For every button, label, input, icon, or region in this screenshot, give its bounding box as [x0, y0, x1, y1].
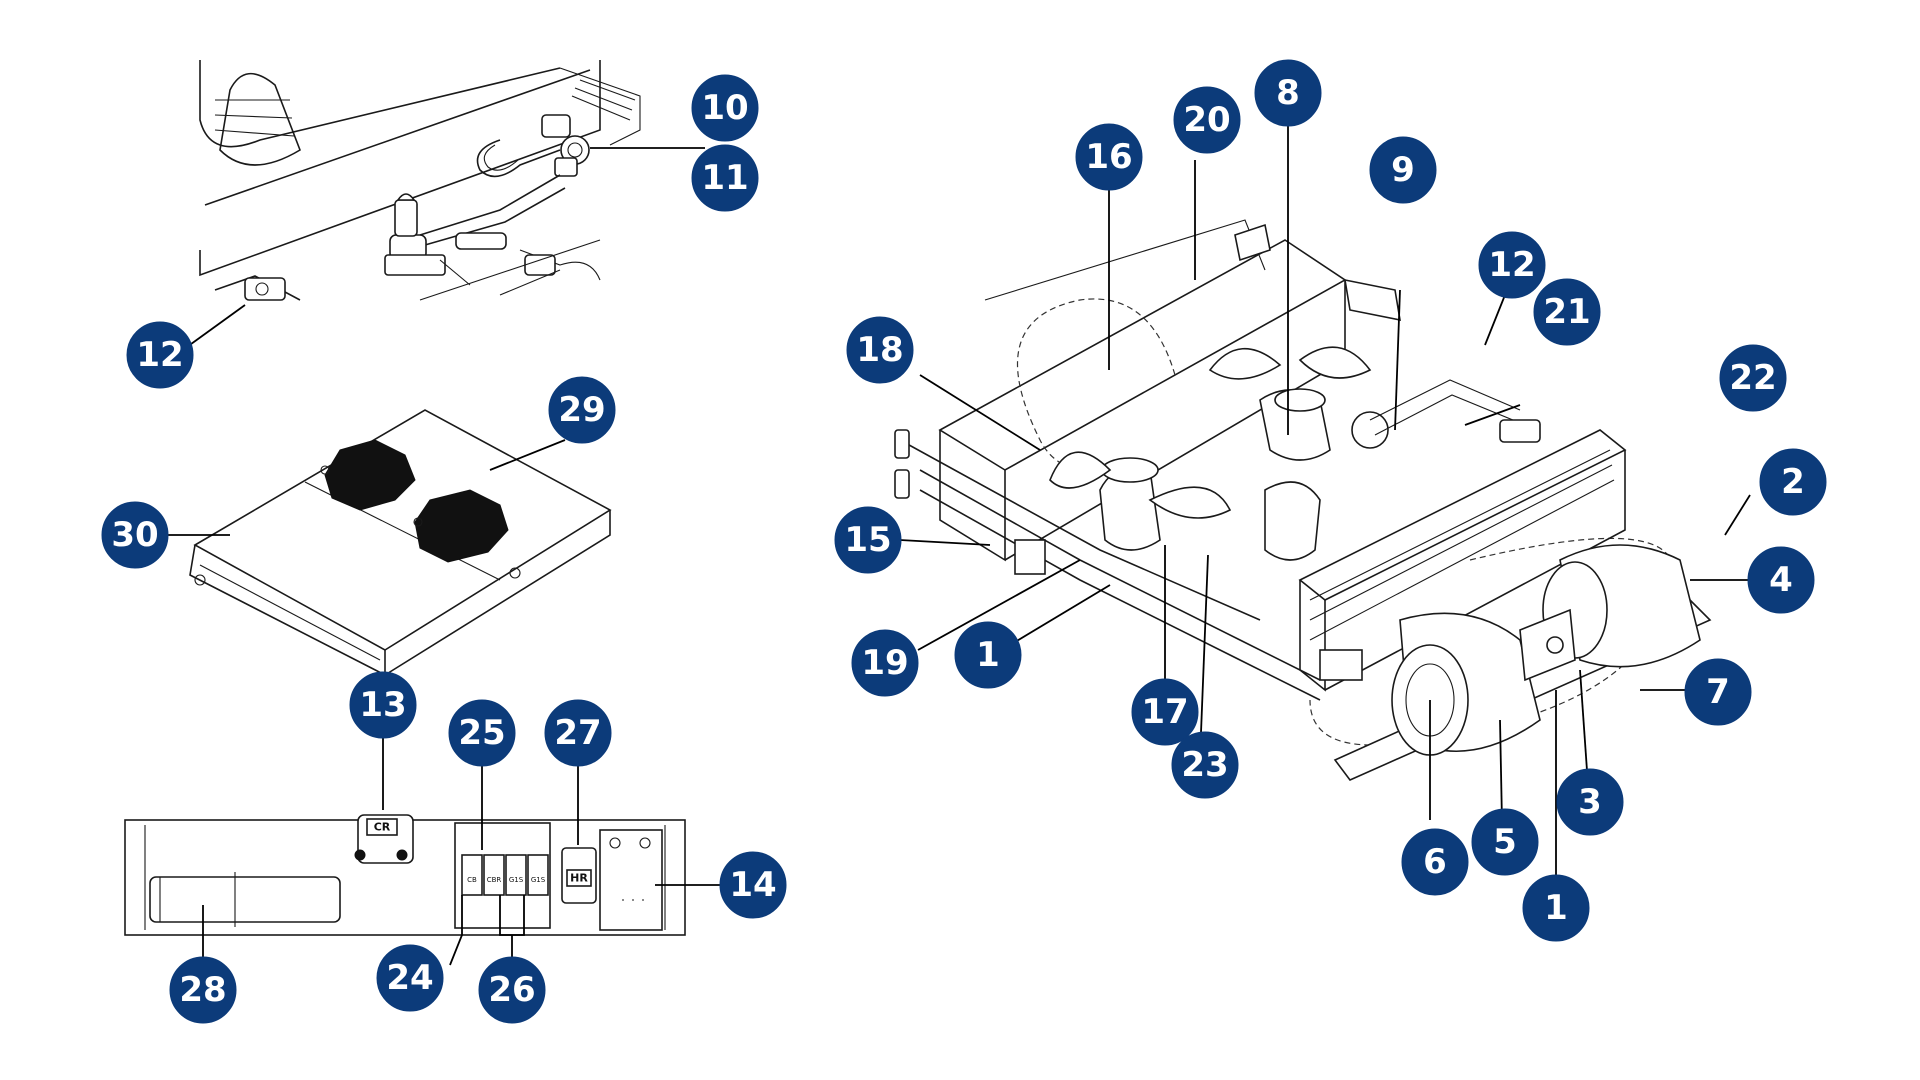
svg-text:15: 15 — [844, 520, 891, 560]
callout-15: 15 — [834, 506, 902, 574]
callout-2: 2 — [1759, 448, 1827, 516]
svg-text:9: 9 — [1391, 150, 1415, 190]
svg-text:18: 18 — [856, 330, 903, 370]
svg-text:11: 11 — [701, 158, 748, 198]
svg-text:12: 12 — [1488, 245, 1535, 285]
callout-12-main: 12 — [1478, 231, 1546, 299]
svg-text:10: 10 — [701, 88, 748, 128]
callout-19: 19 — [851, 629, 919, 697]
breaker-1-label: CB — [467, 876, 477, 884]
svg-text:25: 25 — [458, 713, 505, 753]
breaker-3-label: G1S — [509, 876, 524, 884]
fan-grille-left — [324, 439, 416, 511]
callout-26: 26 — [478, 956, 546, 1024]
callout-1-right: 1 — [1522, 874, 1590, 942]
cr-relay-label: CR — [374, 821, 391, 834]
callout-5: 5 — [1471, 808, 1539, 876]
svg-text:17: 17 — [1141, 692, 1188, 732]
callout-16: 16 — [1075, 123, 1143, 191]
svg-text:5: 5 — [1493, 822, 1517, 862]
callout-9: 9 — [1369, 136, 1437, 204]
svg-text:30: 30 — [111, 515, 158, 555]
svg-text:14: 14 — [729, 865, 776, 905]
svg-text:28: 28 — [179, 970, 226, 1010]
callout-7: 7 — [1684, 658, 1752, 726]
svg-text:19: 19 — [861, 643, 908, 683]
callout-18: 18 — [846, 316, 914, 384]
svg-text:24: 24 — [386, 958, 433, 998]
callout-24: 24 — [376, 944, 444, 1012]
callout-13: 13 — [349, 671, 417, 739]
svg-text:23: 23 — [1181, 745, 1228, 785]
callout-17: 17 — [1131, 678, 1199, 746]
callout-10: 10 — [691, 74, 759, 142]
callout-4: 4 — [1747, 546, 1815, 614]
svg-text:12: 12 — [136, 335, 183, 375]
hr-relay-label: HR — [570, 872, 588, 885]
fan-grille-right — [414, 489, 509, 563]
svg-text:26: 26 — [488, 970, 535, 1010]
valve-detail-view — [199, 60, 641, 301]
svg-text:27: 27 — [554, 713, 601, 753]
callout-6: 6 — [1401, 828, 1469, 896]
callout-3: 3 — [1556, 768, 1624, 836]
breaker-4-label: G1S — [531, 876, 546, 884]
svg-text:1: 1 — [1544, 888, 1568, 928]
main-unit-view — [894, 219, 1712, 781]
svg-text:21: 21 — [1543, 292, 1590, 332]
svg-text:6: 6 — [1423, 842, 1447, 882]
svg-text:7: 7 — [1706, 672, 1730, 712]
callout-20: 20 — [1173, 86, 1241, 154]
svg-text:16: 16 — [1085, 137, 1132, 177]
breaker-group: CB CBR G1S G1S — [461, 854, 549, 896]
svg-text:29: 29 — [558, 390, 605, 430]
callout-12-detail: 12 — [126, 321, 194, 389]
svg-text:1: 1 — [976, 635, 1000, 675]
leader-lines — [160, 126, 1751, 967]
callout-28: 28 — [169, 956, 237, 1024]
callout-23: 23 — [1171, 731, 1239, 799]
svg-text:13: 13 — [359, 685, 406, 725]
callout-bubbles: 10 11 12 29 30 13 25 27 — [101, 59, 1827, 1024]
svg-text:8: 8 — [1276, 73, 1300, 113]
callout-22: 22 — [1719, 344, 1787, 412]
callout-1-left: 1 — [954, 621, 1022, 689]
callout-25: 25 — [448, 699, 516, 767]
svg-text:20: 20 — [1183, 100, 1230, 140]
callout-14: 14 — [719, 851, 787, 919]
callout-8: 8 — [1254, 59, 1322, 127]
top-cover-view — [189, 409, 612, 677]
svg-text:3: 3 — [1578, 782, 1602, 822]
svg-text:4: 4 — [1769, 560, 1793, 600]
callout-29: 29 — [548, 376, 616, 444]
breaker-2-label: CBR — [487, 876, 502, 884]
callout-21: 21 — [1533, 278, 1601, 346]
callout-27: 27 — [544, 699, 612, 767]
callout-30: 30 — [101, 501, 169, 569]
svg-text:22: 22 — [1729, 358, 1776, 398]
svg-text:2: 2 — [1781, 462, 1805, 502]
callout-11: 11 — [691, 144, 759, 212]
electrical-panel-view: CR CB CBR G1S G1S HR — [124, 814, 686, 936]
